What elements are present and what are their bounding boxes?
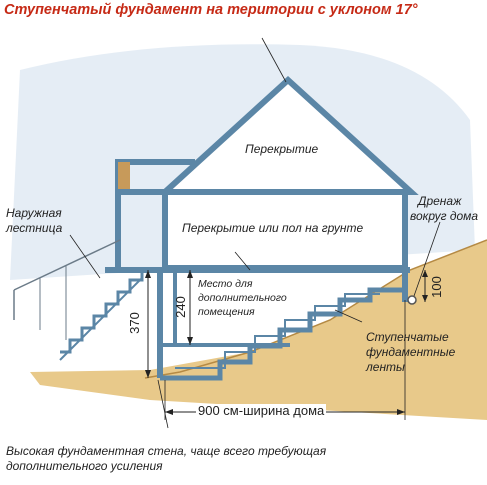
leader-high-wall [157,379,169,429]
label-room-line1: Место для [198,278,253,290]
label-roof-ceiling: Перекрытие [245,142,319,156]
label-floor-ground: Перекрытие или пол на грунте [182,221,364,235]
label-drainage-line2: вокруг дома [410,209,479,223]
dim-100-arrow-top [422,270,428,277]
label-high-wall-line2: дополнительного усиления [6,459,163,473]
label-room-line2: дополнительного [198,292,287,304]
dim-240-label: 240 [172,296,188,318]
leader-step-foundation [334,309,363,323]
dim-width-label: 900 см-ширина дома [196,403,327,418]
ground-soil [30,240,487,420]
stairs-stringer [59,277,143,361]
leader-drainage [413,221,441,297]
dim-100-label: 100 [428,276,444,298]
leader-roof [261,37,287,83]
dim-width-arrow-right [397,409,405,415]
diagram-title: Ступенчатый фундамент на територии с укл… [4,2,418,18]
dim-370-arrow-bottom [145,370,151,378]
dim-370-label: 370 [126,312,142,334]
label-step-foundation-line3: ленты [366,360,405,374]
porch-column [118,162,130,192]
dim-240-arrow-top [187,270,193,278]
leader-floor [234,251,251,271]
dim-370-arrow-top [145,270,151,278]
dim-width-arrow-left [165,409,173,415]
label-stairs-line1: Наружная [6,206,62,220]
stairs-rail [13,239,121,291]
label-stairs-line2: лестница [6,221,63,235]
label-high-wall-line1: Высокая фундаментная стена, чаще всего т… [6,444,327,458]
drainage-pipe [407,295,417,305]
label-drainage-line1: Дренаж [418,194,462,208]
dim-100-arrow-bottom [422,295,428,302]
dim-240-arrow-bottom [187,337,193,345]
label-room-line3: помещения [198,306,255,318]
outdoor-stairs [60,270,144,354]
ground-surface-line [144,239,487,379]
leader-stairs [69,234,101,279]
label-step-foundation-line1: Ступенчатые [366,330,449,344]
label-step-foundation-line2: фундаментные [366,345,456,359]
stepped-foundation-inner [175,293,380,369]
